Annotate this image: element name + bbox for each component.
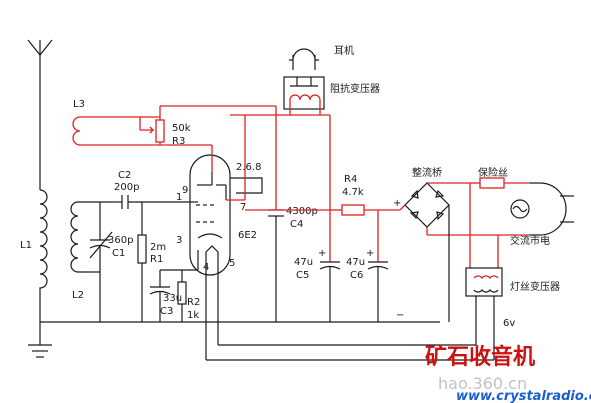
- impedance-transformer-box: [283, 76, 325, 110]
- label-l3: L3: [73, 99, 85, 110]
- coil-l1: [39, 189, 48, 345]
- label-earphone: 耳机: [334, 44, 354, 57]
- earphone-icon: [289, 48, 319, 86]
- c5-plus: +: [318, 248, 326, 259]
- bridge-rectifier-icon: [404, 182, 450, 228]
- capacitor-c6: [367, 261, 389, 322]
- rail-minus: −: [396, 310, 404, 321]
- vacuum-tube-6e2: [189, 154, 231, 276]
- ground-icon: [28, 344, 52, 358]
- label-c5-value: 47u: [294, 257, 313, 268]
- label-filament-voltage: 6v: [503, 318, 515, 329]
- ac-plug-icon: [530, 182, 567, 236]
- label-r4: R4: [344, 174, 357, 185]
- antenna-icon: [27, 39, 53, 190]
- coil-l2: [70, 201, 88, 273]
- label-c4: C4: [290, 219, 303, 230]
- label-filament-transformer: 灯丝变压器: [510, 280, 560, 293]
- label-c2: C2: [118, 170, 131, 181]
- label-c6: C6: [350, 270, 363, 281]
- c6-plus: +: [366, 248, 374, 259]
- filament-transformer-box: [465, 267, 503, 297]
- transformer-coil-icon: [289, 94, 321, 101]
- label-c1: C1: [112, 248, 125, 259]
- label-c2-value: 200p: [114, 182, 139, 193]
- label-l1: L1: [20, 240, 32, 251]
- pin-3: 3: [176, 235, 182, 246]
- label-impedance-transformer: 阻抗变压器: [330, 82, 380, 95]
- watermark: hao.360.cn: [438, 374, 527, 393]
- filament-coil-icon: [473, 275, 499, 280]
- resistor-r4: [341, 204, 365, 216]
- label-r4-value: 4.7k: [342, 187, 364, 198]
- label-c1-value: 360p: [108, 235, 133, 246]
- resistor-r1: [137, 234, 147, 264]
- potentiometer-r3: [155, 119, 165, 143]
- brand-website: www.crystalradio.cn: [456, 389, 591, 403]
- fuse-icon: [479, 177, 505, 189]
- brand-title: 矿石收音机: [425, 344, 535, 370]
- label-l2: L2: [72, 290, 84, 301]
- label-r2-value: 1k: [187, 310, 199, 321]
- label-r3-value: 50k: [172, 123, 191, 134]
- capacitor-c4: [268, 209, 284, 322]
- label-c5: C5: [296, 270, 309, 281]
- label-tube: 6E2: [238, 230, 257, 241]
- pin-5: 5: [229, 258, 235, 269]
- pin-9: 9: [182, 185, 188, 196]
- coil-l3: [72, 116, 160, 146]
- label-rectifier-bridge: 整流桥: [412, 166, 442, 179]
- label-ac-mains: 交流市电: [510, 234, 550, 247]
- variable-capacitor-c1: [89, 202, 113, 272]
- label-fuse: 保险丝: [478, 166, 508, 179]
- label-c4-value: 4300p: [286, 206, 318, 217]
- ac-source-icon: [510, 199, 530, 219]
- pin-7: 7: [240, 202, 246, 213]
- bridge-plus: +: [393, 198, 401, 209]
- capacitor-c5: [319, 261, 341, 322]
- pin-4: 4: [203, 262, 209, 273]
- pin-1: 1: [176, 192, 182, 203]
- capacitor-c2: [115, 195, 190, 209]
- label-c6-value: 47u: [346, 257, 365, 268]
- pin-268: 2.6.8: [236, 162, 261, 173]
- capacitor-c3: [149, 286, 171, 322]
- label-c3-value: 33u: [163, 293, 182, 304]
- label-r2: R2: [187, 297, 200, 308]
- label-r1-value: 2m: [150, 242, 166, 253]
- label-r3: R3: [172, 136, 185, 147]
- label-c3: C3: [160, 306, 173, 317]
- label-r1: R1: [150, 254, 163, 265]
